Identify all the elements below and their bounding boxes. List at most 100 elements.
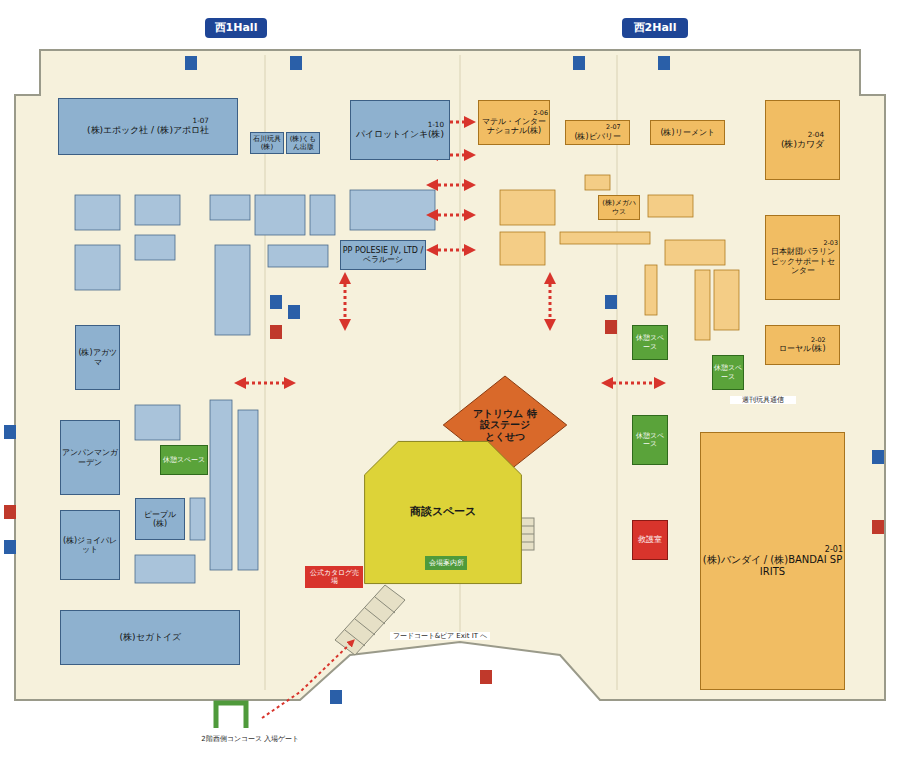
booth-name: (株)くもん出版 <box>288 135 318 151</box>
booth-name: (株)ジョイパレット <box>62 536 118 554</box>
booth-name: ローヤル(株) <box>779 344 825 353</box>
booth-name: 西1Hall <box>215 22 258 35</box>
booth-number: 2-01 <box>702 545 843 554</box>
booth-name: アトリウム 特設ステージ <box>472 408 538 431</box>
rest-area: 休憩スペース <box>632 415 668 465</box>
booth-east: 2-02ローヤル(株) <box>765 325 840 365</box>
text-group: 2-02ローヤル(株) <box>779 337 825 354</box>
text-group: 2-07(株)ビバリー <box>574 124 620 141</box>
text-group: 石川玩具(株) <box>252 135 282 151</box>
booth-west: 1-10パイロットインキ(株) <box>350 100 450 160</box>
text-group: アトリウム 特設ステージとくせつ <box>472 408 538 443</box>
booth-west: 1-07(株)エポック社 / (株)アポロ社 <box>58 98 238 155</box>
small-booths-east <box>500 175 739 340</box>
booth-west: ピープル(株) <box>135 498 185 540</box>
booth-name: とくせつ <box>472 431 538 443</box>
text-group: (株)くもん出版 <box>288 135 318 151</box>
shape-fill <box>365 441 522 583</box>
text-group: 西1Hall <box>215 22 258 35</box>
text-group: 西2Hall <box>634 22 677 35</box>
text-group: 公式カタログ売場 <box>307 569 361 585</box>
booth-west: アンパンマンガーデン <box>60 420 120 495</box>
booth-number: 1-07 <box>87 117 209 125</box>
hall-tab: 西2Hall <box>622 18 688 38</box>
rest-area: 休憩スペース <box>160 445 208 475</box>
text-group: 1-07(株)エポック社 / (株)アポロ社 <box>87 117 209 136</box>
text-group: (株)セガトイズ <box>119 632 180 642</box>
booth-name: 休憩スペース <box>163 456 205 464</box>
booth-number: 2-07 <box>574 124 620 131</box>
booth-east: (株)リーメント <box>650 120 725 145</box>
booth-name: ピープル(株) <box>137 510 183 528</box>
booth-name: PP POLESIE JV, LTD / ベラルーシ <box>342 246 424 264</box>
booth-name: パイロットインキ(株) <box>356 129 444 139</box>
booth-name: (株)ビバリー <box>574 132 620 141</box>
booth-name: 石川玩具(株) <box>252 135 282 151</box>
text-group: 休憩スペース <box>714 364 742 380</box>
booth-name: マテル・インターナショナル(株) <box>480 117 548 135</box>
booth-name: 西2Hall <box>634 22 677 35</box>
building-outline <box>15 50 885 700</box>
text-group: 会場案内所 <box>429 559 464 567</box>
toilet-icons <box>4 56 884 704</box>
booth-name: (株)アガツマ <box>77 348 118 366</box>
hall-divider <box>265 55 617 690</box>
text-group: 休憩スペース <box>634 432 666 448</box>
booth-west: 石川玩具(株) <box>250 132 284 154</box>
booth-name: (株)セガトイズ <box>119 632 180 642</box>
booth-name: 休憩スペース <box>634 432 666 448</box>
booth-number: 2-02 <box>779 337 825 344</box>
first-aid-box: 救護室 <box>632 520 668 560</box>
booth-name: (株)バンダイ / (株)BANDAI SPIRITS <box>702 554 843 577</box>
booth-east: 2-04(株)カワダ <box>765 100 840 180</box>
booth-east: 2-07(株)ビバリー <box>565 120 630 145</box>
booth-east: 2-03日本財団パラリンピックサポートセンター <box>765 215 840 300</box>
text-group: 2-01(株)バンダイ / (株)BANDAI SPIRITS <box>702 545 843 577</box>
text-group: 1-10パイロットインキ(株) <box>356 121 444 140</box>
text-group: 2-04(株)カワダ <box>781 131 824 150</box>
text-group: PP POLESIE JV, LTD / ベラルーシ <box>342 246 424 264</box>
text-group: 休憩スペース <box>634 334 666 350</box>
booth-number: 2-06 <box>480 110 548 117</box>
info-tag: 会場案内所 <box>425 556 467 570</box>
text-group: 商談スペース <box>410 506 476 519</box>
map-note: 2階西側コンコース 入場ゲート <box>190 735 310 743</box>
text-group: 2-03日本財団パラリンピックサポートセンター <box>767 240 838 275</box>
booth-name: (株)リーメント <box>660 128 714 137</box>
text-group: 2-06マテル・インターナショナル(株) <box>480 110 548 136</box>
booth-name: 公式カタログ売場 <box>307 569 361 585</box>
booth-number: 2-03 <box>767 240 838 247</box>
passage-arrows <box>240 122 660 383</box>
catalog-tag: 公式カタログ売場 <box>305 566 363 588</box>
booth-name: 会場案内所 <box>429 559 464 567</box>
booth-name: 救護室 <box>638 535 662 544</box>
booth-west: PP POLESIE JV, LTD / ベラルーシ <box>340 240 426 270</box>
booth-number: 1-10 <box>356 121 444 129</box>
booth-number: 2-04 <box>781 131 824 139</box>
text-group: アンパンマンガーデン <box>62 448 118 466</box>
hall-tab: 西1Hall <box>205 18 267 38</box>
booth-name: 休憩スペース <box>634 334 666 350</box>
rest-area: 休憩スペース <box>632 325 668 360</box>
booth-west: (株)アガツマ <box>75 325 120 390</box>
booth-east: (株)メガハウス <box>598 195 640 220</box>
booth-name: アンパンマンガーデン <box>62 448 118 466</box>
text-group: (株)ジョイパレット <box>62 536 118 554</box>
booth-name: (株)エポック社 / (株)アポロ社 <box>87 125 209 135</box>
text-group: 休憩スペース <box>163 456 205 464</box>
booth-name: 休憩スペース <box>714 364 742 380</box>
booth-name: 日本財団パラリンピックサポートセンター <box>767 247 838 275</box>
booth-name: (株)カワダ <box>781 139 824 149</box>
text-group: (株)メガハウス <box>600 199 638 215</box>
rest-area: 休憩スペース <box>712 355 744 390</box>
booth-name: 商談スペース <box>410 506 476 519</box>
map-note: 週刊玩具通信 <box>730 396 796 404</box>
text-group: (株)リーメント <box>660 128 714 137</box>
text-group: 救護室 <box>638 535 662 544</box>
booth-east: 2-06マテル・インターナショナル(株) <box>478 100 550 145</box>
booth-west: (株)くもん出版 <box>286 132 320 154</box>
booth-east: 2-01(株)バンダイ / (株)BANDAI SPIRITS <box>700 432 845 690</box>
text-group: (株)アガツマ <box>77 348 118 366</box>
booth-west: (株)ジョイパレット <box>60 510 120 580</box>
booth-west: (株)セガトイズ <box>60 610 240 665</box>
